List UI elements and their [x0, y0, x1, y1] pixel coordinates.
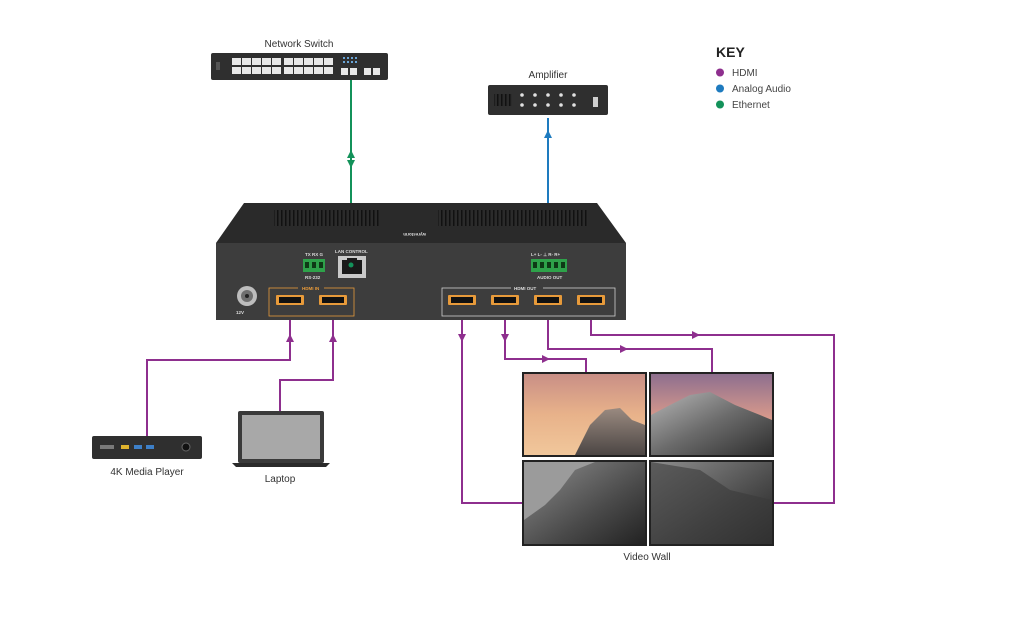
legend-item-analog-audio: Analog Audio — [716, 84, 791, 95]
audio-out-label: AUDIO OUT — [537, 275, 563, 280]
legend-label-ethernet: Ethernet — [732, 100, 770, 111]
audio-dot-icon — [716, 84, 724, 93]
display-top-right — [649, 372, 774, 457]
device-vent-right — [438, 210, 588, 226]
legend-item-hdmi: HDMI — [716, 68, 758, 79]
power-connector: 12V — [236, 286, 257, 315]
arrow-up-icon — [544, 130, 552, 138]
arrow-right-icon — [542, 355, 550, 363]
hdmi-out-label: HDMI OUT — [514, 286, 536, 291]
hdmi-cable-out-4 — [590, 306, 835, 504]
amplifier-body — [488, 85, 608, 115]
hdmi-out-ports: HDMI OUT — [441, 284, 616, 317]
lan-control-label: LAN CONTROL — [335, 249, 368, 254]
arrow-down-icon — [458, 334, 466, 342]
laptop: Laptop — [232, 411, 330, 485]
amplifier-label: Amplifier — [529, 70, 569, 81]
network-switch-label: Network Switch — [265, 39, 334, 50]
rs232-label: RS-232 — [305, 275, 321, 280]
laptop-label: Laptop — [265, 474, 296, 485]
audio-out-port: L+ L- ⊥ R- R+ AUDIO OUT — [531, 252, 567, 280]
amplifier-vent — [494, 94, 512, 106]
video-wall: Video Wall — [522, 372, 774, 563]
display-bottom-right — [649, 460, 774, 546]
arrow-up-icon — [347, 150, 355, 158]
rs232-port: TX RX G RS-232 — [303, 252, 325, 280]
arrow-up-icon — [329, 334, 337, 342]
power-label: 12V — [236, 310, 244, 315]
hdmi-dot-icon — [716, 68, 724, 77]
hdmi-in-ports: HDMI IN — [268, 284, 355, 317]
laptop-base — [232, 463, 330, 467]
amplifier: Amplifier — [488, 70, 608, 115]
switch-status-leds — [343, 57, 357, 63]
device-front-panel — [216, 243, 626, 320]
legend-title: KEY — [716, 44, 745, 60]
switch-power-icon — [216, 62, 220, 70]
arrow-down-icon — [347, 160, 355, 168]
hdmi-cable-laptop — [279, 306, 334, 413]
rs232-pin-labels: TX RX G — [305, 252, 324, 257]
hdmi-matrix-device: wyrestorm 12V TX RX G RS-232 LAN CONTROL… — [216, 203, 626, 320]
cables — [146, 80, 835, 504]
amplifier-switch-icon — [593, 97, 598, 107]
video-wall-label: Video Wall — [623, 552, 670, 563]
arrow-down-icon — [501, 334, 509, 342]
arrow-right-icon — [620, 345, 628, 353]
ethernet-plug-icon — [348, 262, 354, 268]
arrow-right-icon — [692, 331, 700, 339]
network-switch: Network Switch — [211, 39, 388, 80]
laptop-screen — [242, 415, 320, 459]
hdmi-cable-out-3 — [547, 306, 713, 373]
hdmi-cable-media-player — [146, 306, 291, 436]
display-top-left — [522, 372, 647, 457]
media-player-label: 4K Media Player — [110, 467, 184, 478]
switch-ports — [232, 58, 380, 75]
amplifier-terminals — [520, 93, 576, 107]
legend-label-analog-audio: Analog Audio — [732, 84, 791, 95]
device-vent-left — [274, 210, 379, 226]
network-switch-body — [211, 53, 388, 80]
legend: KEY HDMI Analog Audio Ethernet — [716, 44, 791, 111]
legend-item-ethernet: Ethernet — [716, 100, 770, 111]
audio-pin-labels: L+ L- ⊥ R- R+ — [531, 252, 561, 257]
hdmi-cable-out-1 — [461, 306, 524, 504]
media-player: 4K Media Player — [92, 436, 202, 478]
media-player-power-icon — [181, 442, 191, 452]
ethernet-dot-icon — [716, 100, 724, 109]
arrow-up-icon — [286, 334, 294, 342]
legend-label-hdmi: HDMI — [732, 68, 758, 79]
brand-logo: wyrestorm — [403, 232, 427, 237]
display-bottom-left — [522, 460, 647, 546]
hdmi-in-label: HDMI IN — [302, 286, 319, 291]
